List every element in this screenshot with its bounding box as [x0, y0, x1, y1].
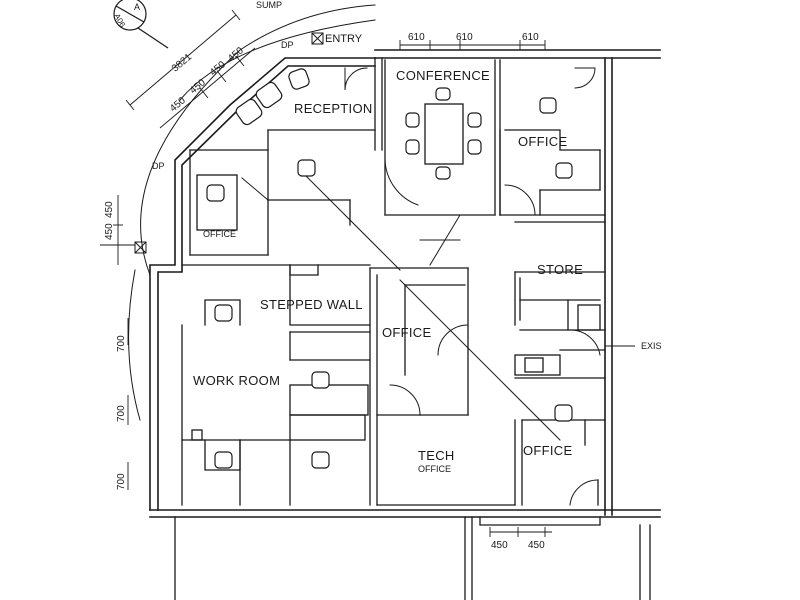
- dp-label-left: DP: [152, 161, 165, 171]
- dim-left-450-1: 450: [104, 201, 115, 218]
- dim-top-610-2: 610: [456, 32, 473, 43]
- sump-label: SUMP: [256, 0, 283, 10]
- room-label-office-mid: OFFICE: [382, 325, 432, 340]
- room-label-tech: TECH: [418, 448, 455, 463]
- room-label-work-room: WORK ROOM: [193, 373, 281, 388]
- lower-building: [174, 516, 651, 600]
- room-label-office-west: OFFICE: [203, 229, 236, 239]
- dim-bottom-450-2: 450: [528, 540, 545, 551]
- entry-marker: [134, 32, 324, 254]
- room-label-reception: RECEPTION: [294, 101, 373, 116]
- dim-top-610-3: 610: [522, 32, 539, 43]
- room-label-office-ne: OFFICE: [518, 134, 568, 149]
- reception-walls: [267, 57, 383, 226]
- outer-walls: [149, 49, 661, 518]
- work-room-walls: [181, 264, 371, 506]
- dim-left-700-2: 700: [116, 405, 127, 422]
- corridor-hatch: [299, 169, 561, 441]
- chairs: [206, 68, 573, 469]
- room-label-store: STORE: [537, 262, 584, 277]
- site-arcs: [128, 4, 376, 421]
- dim-left-700-3: 700: [116, 473, 127, 490]
- dim-left-700-1: 700: [116, 335, 127, 352]
- section-letter: A: [134, 2, 141, 12]
- desks: [191, 384, 369, 441]
- exis-label: EXIS: [641, 341, 662, 351]
- office-mid-walls: [369, 267, 469, 506]
- office-se-walls: [521, 419, 606, 506]
- office-ne-walls: [499, 67, 606, 216]
- conference-walls: [384, 59, 501, 216]
- store-walls: [514, 221, 606, 379]
- room-label-stepped-wall: STEPPED WALL: [260, 297, 363, 312]
- dim-left-450-2: 450: [104, 223, 115, 240]
- room-label-conference: CONFERENCE: [396, 68, 491, 83]
- room-label-tech-sub: OFFICE: [418, 464, 451, 474]
- tech-walls: [376, 419, 523, 506]
- dim-top-610-1: 610: [408, 32, 425, 43]
- section-marker: [113, 0, 169, 49]
- dp-label-top: DP: [281, 40, 294, 50]
- dim-bottom-450-1: 450: [491, 540, 508, 551]
- room-label-office-se: OFFICE: [523, 443, 573, 458]
- entry-label: ENTRY: [325, 33, 363, 45]
- dimension-lines: [100, 9, 635, 537]
- west-office-walls: [189, 149, 269, 256]
